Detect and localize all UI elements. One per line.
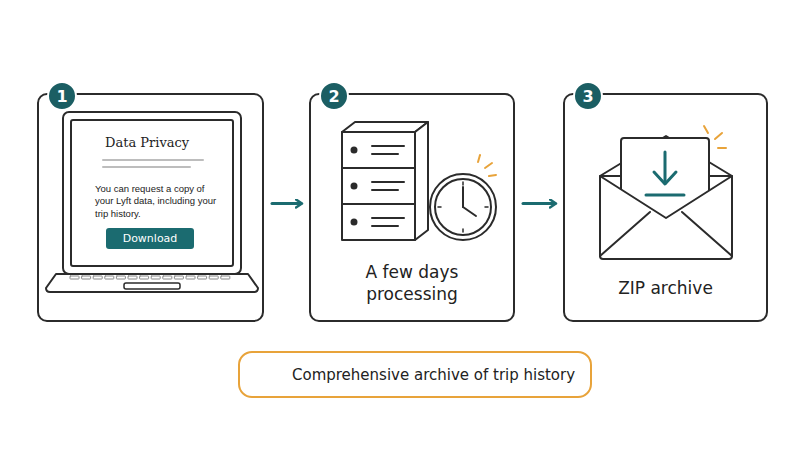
node-text: Data Privacy: [105, 135, 235, 150]
flow-arrow: [272, 202, 301, 205]
node-text: Comprehensive archive of trip history: [292, 366, 575, 384]
node-text: ZIP archive: [573, 277, 758, 299]
node-text: A few days processing: [329, 261, 495, 305]
node-text: Download: [123, 232, 178, 245]
node-text: 1: [56, 87, 67, 106]
node-text: 3: [582, 87, 593, 106]
laptop-illustration: [46, 112, 258, 292]
callout-number: 1: [47, 81, 77, 111]
node-text: 2: [328, 87, 339, 106]
flow-arrow: [523, 202, 555, 205]
clock-illustration: [430, 155, 496, 240]
callout-number: 2: [319, 81, 349, 111]
step-panel: ZIP archive3: [563, 93, 768, 322]
summary-banner: Comprehensive archive of trip history: [238, 351, 592, 398]
node-text: You can request a copy of your Lyft data…: [95, 183, 223, 220]
step-panel: A few days processing2: [309, 93, 515, 322]
download-button: Download: [106, 228, 194, 249]
step-panel: Data PrivacyYou can request a copy of yo…: [37, 93, 264, 322]
callout-number: 3: [573, 81, 603, 111]
server-illustration: [342, 122, 428, 240]
envelope-illustration: [600, 126, 732, 259]
